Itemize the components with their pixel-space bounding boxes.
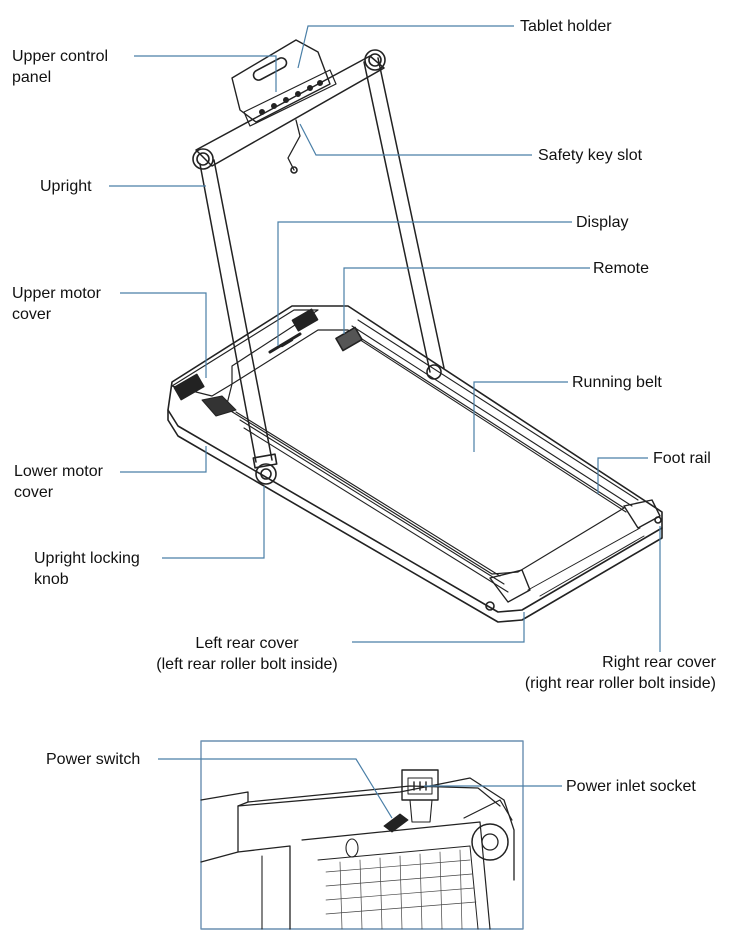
label-running-belt: Running belt (572, 374, 662, 391)
label-upright-locking-knob: Upright locking knob (34, 550, 140, 588)
label-remote: Remote (593, 260, 650, 277)
label-lower-motor-cover: Lower motor cover (14, 463, 103, 501)
label-power-inlet-socket: Power inlet socket (566, 778, 696, 795)
label-left-rear-cover: Left rear cover (left rear roller bolt i… (156, 635, 338, 673)
label-upper-control-panel: Upper control panel (12, 48, 109, 86)
label-tablet-holder: Tablet holder (520, 18, 612, 35)
label-upright: Upright (40, 178, 92, 195)
label-right-rear-cover: Right rear cover (right rear roller bolt… (524, 654, 716, 692)
treadmill-deck (167, 305, 663, 623)
label-safety-key-slot: Safety key slot (538, 147, 643, 164)
label-foot-rail: Foot rail (653, 450, 711, 467)
treadmill-console (192, 39, 386, 174)
treadmill-uprights (199, 57, 445, 485)
label-upper-motor-cover: Upper motor cover (12, 285, 101, 323)
inset-detail (200, 740, 524, 930)
label-power-switch: Power switch (46, 751, 141, 768)
label-display: Display (576, 214, 629, 231)
leader-lines (109, 25, 661, 819)
